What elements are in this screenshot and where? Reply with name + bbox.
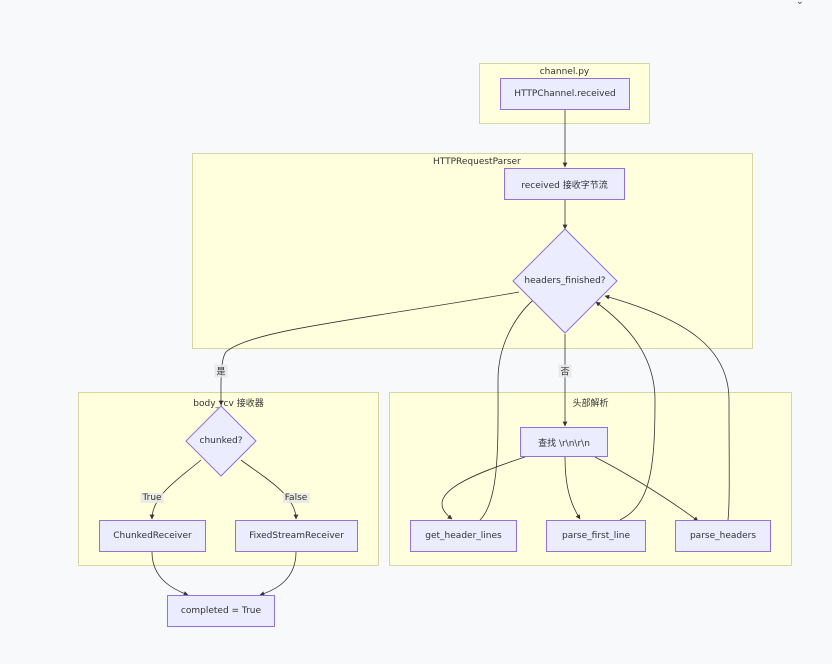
node-get-header-lines: get_header_lines: [410, 520, 517, 552]
cluster-title: body_rcv 接收器: [193, 399, 264, 409]
edge-parse-first-line-back: [595, 301, 656, 521]
cluster-title: HTTPRequestParser: [433, 157, 521, 167]
node-http-channel-received: HTTPChannel.received: [500, 78, 630, 110]
edge-parse-headers-back: [604, 294, 730, 521]
node-parse-headers: parse_headers: [675, 520, 771, 552]
chunked-diamond: [185, 405, 257, 477]
chunked-label: chunked?: [199, 436, 243, 446]
node-fixed-stream-receiver: FixedStreamReceiver: [235, 520, 358, 552]
cluster-http-request-parser: HTTPRequestParser: [192, 153, 753, 349]
node-received-stream: received 接收字节流: [504, 168, 625, 200]
edge-chunkedreceiver-to-completed: [151, 551, 189, 596]
edge-chunked-true: [149, 459, 202, 520]
headers-finished-diamond: [512, 228, 618, 334]
corner-chevron-icon: ⌄: [795, 0, 804, 7]
edge-chunked-false: [240, 459, 299, 520]
edge-label-true: True: [140, 493, 164, 503]
node-completed: completed = True: [167, 595, 275, 627]
node-chunked-receiver: ChunkedReceiver: [99, 520, 206, 552]
edge-fixedstream-to-completed: [259, 551, 297, 596]
edge-find-to-parse-headers: [594, 456, 699, 522]
headers-finished-label: headers_finished?: [524, 276, 606, 286]
edge-get-header-lines-back: [479, 295, 539, 521]
cluster-title: 头部解析: [572, 399, 609, 409]
edge-label-false: False: [282, 493, 310, 503]
edge-label-no: 否: [558, 364, 572, 378]
edge-find-to-get-header-lines: [441, 456, 526, 520]
node-find-crlf: 查找 \r\n\r\n: [520, 427, 608, 457]
cluster-title: channel.py: [539, 67, 590, 77]
edge-headers-yes-to-chunked: [218, 291, 520, 406]
edge-label-yes: 是: [214, 364, 228, 378]
node-parse-first-line: parse_first_line: [546, 520, 646, 552]
edge-find-to-parse-first-line: [564, 456, 581, 520]
